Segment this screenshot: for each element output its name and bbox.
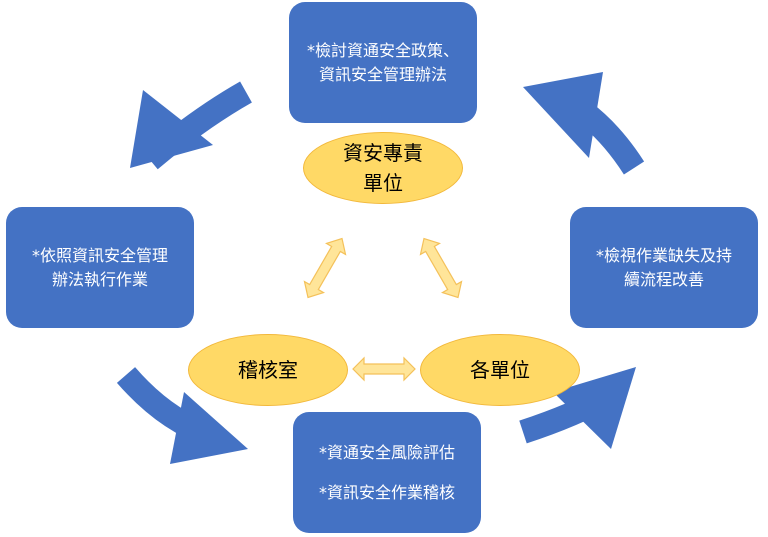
unit-audit-office: 稽核室	[188, 334, 348, 406]
box-execute-operations-line-1: *依照資訊安全管理	[31, 245, 168, 265]
box-review-improve-line-1: *檢視作業缺失及持	[595, 245, 732, 265]
box-review-improve: *檢視作業缺失及持 續流程改善	[570, 207, 758, 328]
unit-security-dedicated-line-1: 資安專責	[343, 141, 423, 165]
cycle-arrow-top-right-icon	[523, 72, 645, 175]
box-assessment-audit: *資通安全風險評估 *資訊安全作業稽核	[293, 412, 481, 533]
cycle-arrow-bottom-right-icon	[519, 367, 636, 449]
box-review-improve-line-2: 續流程改善	[623, 269, 704, 289]
box-assessment-audit-line-2: *資訊安全作業稽核	[318, 482, 455, 502]
box-review-policy-line-1: *檢討資通安全政策、	[306, 40, 459, 60]
double-arrow-left-icon	[303, 237, 347, 299]
box-review-policy: *檢討資通安全政策、 資訊安全管理辦法	[289, 2, 477, 123]
double-arrow-bottom-icon	[352, 356, 416, 382]
cycle-arrow-bottom-left-icon	[116, 367, 248, 464]
box-review-policy-line-2: 資訊安全管理辦法	[318, 64, 447, 84]
box-assessment-audit-line-1: *資通安全風險評估	[318, 442, 455, 462]
cycle-arrow-top-left-icon	[130, 81, 252, 170]
unit-all-departments: 各單位	[420, 334, 580, 406]
double-arrow-right-icon	[419, 237, 463, 299]
unit-security-dedicated-line-2: 單位	[363, 171, 403, 195]
box-execute-operations-line-2: 辦法執行作業	[51, 269, 148, 289]
unit-audit-office-label: 稽核室	[238, 358, 298, 382]
box-execute-operations: *依照資訊安全管理 辦法執行作業	[6, 207, 194, 328]
unit-security-dedicated: 資安專責 單位	[303, 132, 463, 204]
unit-all-departments-label: 各單位	[470, 358, 530, 382]
